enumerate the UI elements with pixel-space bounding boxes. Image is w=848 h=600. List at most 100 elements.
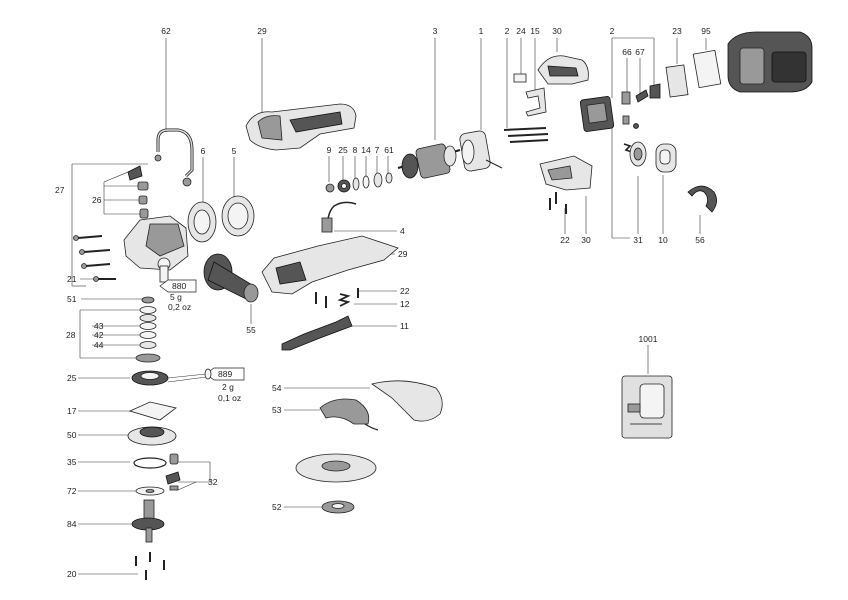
part-52-flange-nut	[321, 500, 355, 514]
part-17-gasket	[128, 401, 177, 421]
part-29-upper-housing	[245, 103, 357, 151]
part-15-bracket	[525, 87, 547, 117]
callout-32: 32	[208, 477, 218, 487]
part-30-lower-cover	[539, 155, 593, 191]
callout-4: 4	[400, 226, 405, 236]
callout-22-bottom: 22	[400, 286, 410, 296]
callout-10: 10	[658, 235, 668, 245]
callout-23: 23	[672, 26, 682, 36]
part-6-flange	[187, 201, 217, 243]
callout-17: 17	[67, 406, 77, 416]
callout-29-top: 29	[257, 26, 267, 36]
part-22-screws-lower	[315, 288, 359, 308]
part-25-bearing	[131, 370, 169, 386]
part-95-plate	[692, 49, 722, 89]
part-29-lower-housing	[261, 235, 399, 295]
callout-44: 44	[94, 340, 104, 350]
callout-50: 50	[67, 430, 77, 440]
part-30-top-cover	[537, 55, 589, 85]
part-84-spindle	[131, 499, 165, 543]
part-27-gear-housing	[123, 215, 189, 283]
callout-2-left: 2	[505, 26, 510, 36]
battery-pack	[727, 31, 813, 93]
callout-66: 66	[622, 47, 632, 57]
callout-14: 14	[361, 145, 371, 155]
callout-61: 61	[384, 145, 394, 155]
part-31-spring	[623, 143, 633, 153]
part-54-guard	[371, 380, 443, 422]
grease-880-mass: 5 g	[170, 292, 182, 302]
callout-26: 26	[92, 195, 102, 205]
callout-25-bottom: 25	[67, 373, 77, 383]
callout-8: 8	[353, 145, 358, 155]
callout-25-top: 25	[338, 145, 348, 155]
callout-30-bottom: 30	[581, 235, 591, 245]
grease-880-oz: 0,2 oz	[168, 302, 191, 312]
part-11-switch-bar	[281, 315, 353, 351]
grease-889-code: 889	[218, 369, 232, 379]
leader-lines	[71, 37, 707, 575]
callout-72: 72	[67, 486, 77, 496]
grease-notes: 880 5 g 0,2 oz 889 2 g 0,1 oz	[168, 281, 241, 403]
callout-43: 43	[94, 321, 104, 331]
part-56-clip	[687, 185, 717, 213]
part-1001-instruction-sheet	[621, 375, 673, 439]
part-35-o-ring	[133, 457, 167, 469]
grease-889-mass: 2 g	[222, 382, 234, 392]
callout-6: 6	[201, 146, 206, 156]
callout-2-right: 2	[610, 26, 615, 36]
part-5-cover	[221, 195, 255, 237]
part-4-switch	[321, 201, 357, 233]
part-50-flange	[127, 426, 177, 446]
callout-84: 84	[67, 519, 77, 529]
callout-22-top: 22	[560, 235, 570, 245]
part-66-67-contacts	[621, 83, 661, 129]
part-53-guard-clamp	[319, 398, 370, 425]
part-22-screws-upper	[549, 192, 567, 214]
callout-7: 7	[375, 145, 380, 155]
callout-35: 35	[67, 457, 77, 467]
housing-screws	[73, 235, 116, 282]
callout-54: 54	[272, 383, 282, 393]
callout-30-top: 30	[552, 26, 562, 36]
part-26-fasteners	[127, 165, 149, 219]
callout-3: 3	[433, 26, 438, 36]
callout-5: 5	[232, 146, 237, 156]
part-23-label	[665, 64, 689, 98]
part-20-screws	[135, 552, 165, 580]
part-62-handle-bracket	[154, 128, 194, 187]
part-10-release-button	[655, 143, 677, 173]
callout-28: 28	[66, 330, 76, 340]
callout-67: 67	[635, 47, 645, 57]
grease-889-oz: 0,1 oz	[218, 393, 241, 403]
part-32-spindle-lock	[165, 453, 181, 491]
callout-11: 11	[400, 321, 409, 331]
callout-15: 15	[530, 26, 540, 36]
part-2-contact-strips	[503, 127, 549, 143]
cutting-disc	[295, 453, 377, 483]
callout-55: 55	[246, 325, 256, 335]
callout-labels: 62 29 3 1 2 24 15 30 2 66 67 23 95 27 6 …	[55, 26, 711, 579]
part-31-button	[629, 141, 647, 167]
grease-880-code: 880	[172, 281, 186, 291]
part-72-washer	[135, 486, 165, 496]
part-24-pad	[513, 73, 527, 83]
callout-62: 62	[161, 26, 171, 36]
callout-29-bottom: 29	[398, 249, 408, 259]
callout-21: 21	[67, 274, 77, 284]
callout-53: 53	[272, 405, 282, 415]
callout-20: 20	[67, 569, 77, 579]
grease-tube-889	[204, 367, 245, 381]
part-3-armature	[397, 143, 461, 179]
callout-31: 31	[633, 235, 643, 245]
callout-12: 12	[400, 299, 410, 309]
part-55-side-handle	[203, 253, 259, 303]
callout-95: 95	[701, 26, 711, 36]
part-2-electronics-module	[579, 96, 615, 132]
part-28-washer-stack	[135, 296, 161, 363]
callout-56: 56	[695, 235, 705, 245]
parts-9-25-8-14-7-61-bearings	[325, 172, 393, 193]
callout-9: 9	[327, 145, 332, 155]
callout-1: 1	[479, 26, 484, 36]
